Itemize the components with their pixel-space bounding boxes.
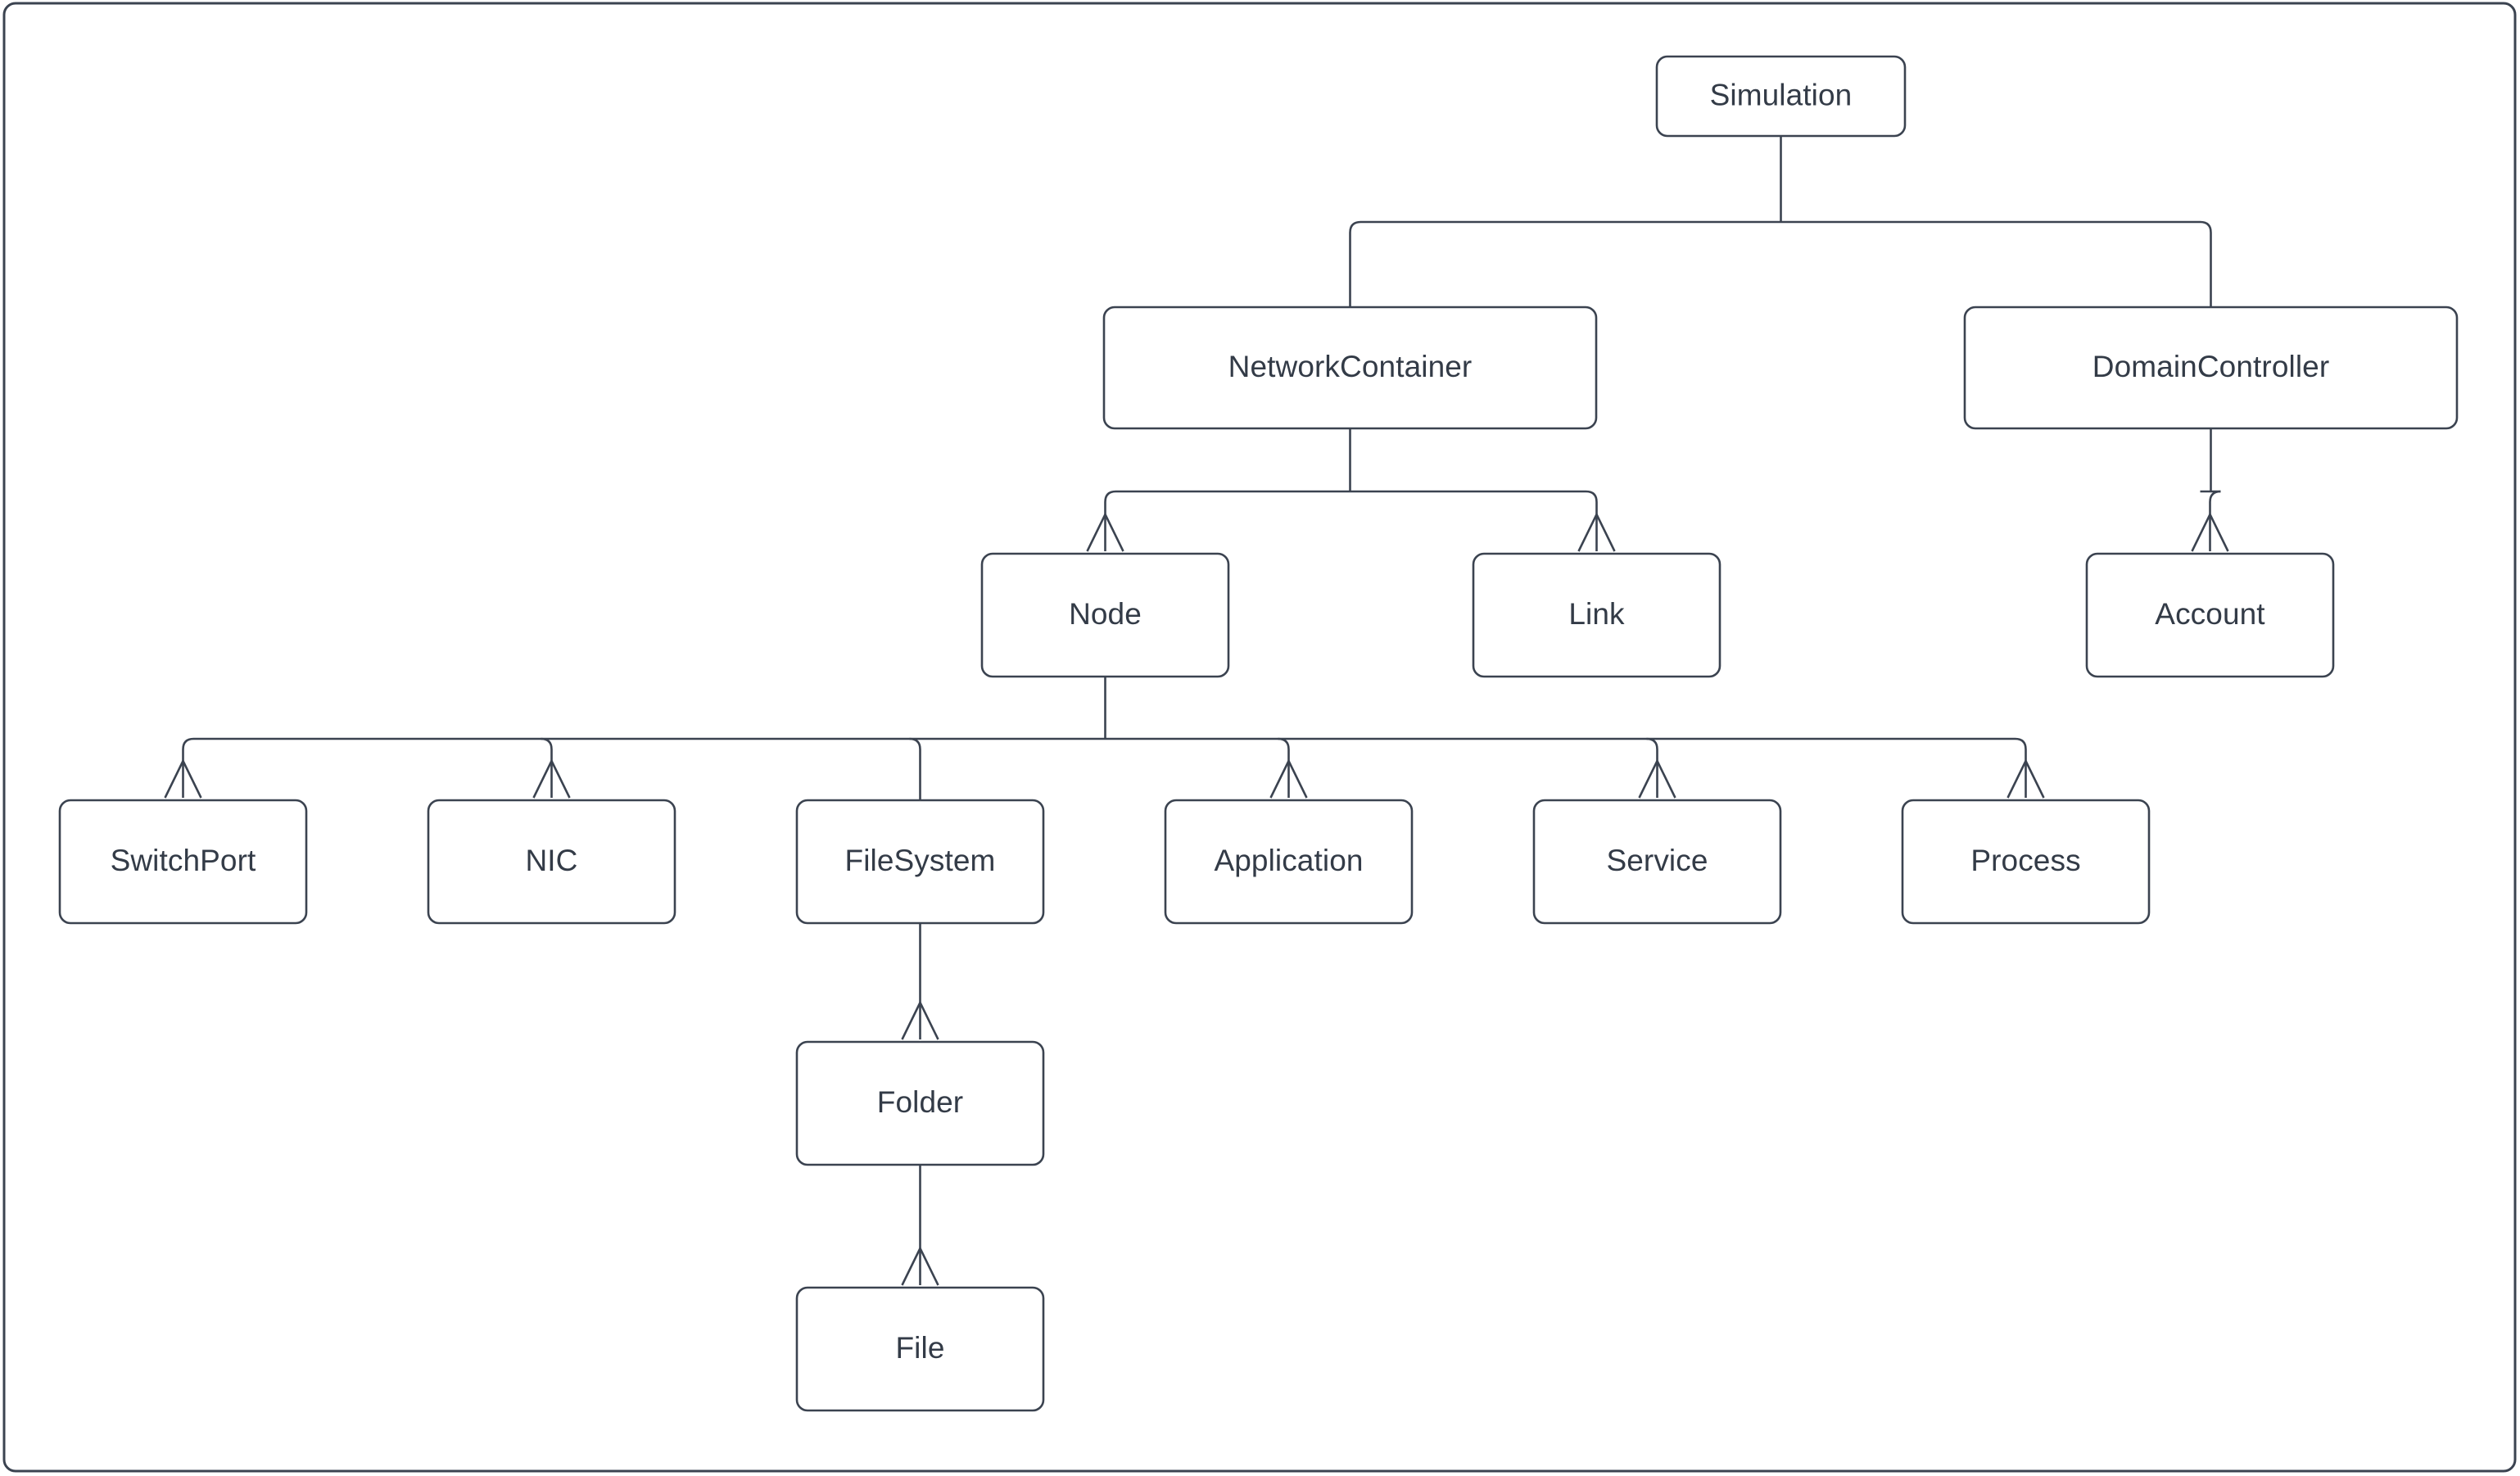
- class-box-node[interactable]: [982, 554, 1228, 677]
- class-label-node: Node: [1069, 597, 1142, 631]
- arrowhead-e-node-nic: [532, 758, 571, 799]
- edge-e-node-switchport: [182, 737, 194, 798]
- arrowhead-e-node-process: [2006, 758, 2045, 799]
- class-box-application[interactable]: [1165, 800, 1412, 923]
- class-box-domain_controller[interactable]: [1965, 307, 2457, 428]
- edge-group-filesystem: [901, 923, 939, 1040]
- arrowhead-e-netc-node: [1086, 512, 1124, 552]
- class-label-simulation: Simulation: [1710, 78, 1853, 111]
- class-label-filesystem: FileSystem: [845, 844, 996, 877]
- edge-group-node: [164, 677, 2045, 800]
- class-box-simulation[interactable]: [1657, 57, 1905, 136]
- edge-group-simulation: [1349, 136, 2212, 307]
- class-box-nic[interactable]: [428, 800, 675, 923]
- class-node-nic[interactable]: NIC: [428, 800, 675, 923]
- class-box-account[interactable]: [2087, 554, 2333, 677]
- class-node-folder[interactable]: Folder: [797, 1042, 1043, 1165]
- class-node-account[interactable]: Account: [2087, 554, 2333, 677]
- class-node-service[interactable]: Service: [1534, 800, 1780, 923]
- arrowhead-e-domainctrl-acct: [2191, 512, 2229, 552]
- arrowhead-e-netc-link: [1577, 512, 1616, 552]
- arrowhead-e-node-application: [1269, 758, 1308, 799]
- class-label-domain_controller: DomainController: [2092, 350, 2330, 383]
- class-box-service[interactable]: [1534, 800, 1780, 923]
- class-box-switchport[interactable]: [60, 800, 306, 923]
- edge-e-node-process: [2015, 737, 2027, 798]
- class-node-domain_controller[interactable]: DomainController: [1965, 307, 2457, 428]
- edge-group-domain_controller: [2191, 428, 2229, 552]
- class-box-link[interactable]: [1473, 554, 1720, 677]
- class-label-network_container: NetworkContainer: [1228, 350, 1473, 383]
- class-box-folder[interactable]: [797, 1042, 1043, 1165]
- edge-e-node-nic: [541, 737, 553, 798]
- class-node-process[interactable]: Process: [1902, 800, 2149, 923]
- class-node-application[interactable]: Application: [1165, 800, 1412, 923]
- class-node-link[interactable]: Link: [1473, 554, 1720, 677]
- class-box-file[interactable]: [797, 1288, 1043, 1410]
- class-label-folder: Folder: [877, 1085, 963, 1119]
- class-label-nic: NIC: [525, 844, 577, 877]
- edge-e-sim-domainctrl: [2200, 220, 2212, 307]
- class-box-process[interactable]: [1902, 800, 2149, 923]
- edge-e-node-service: [1646, 737, 1658, 798]
- edge-e-domainctrl-acct: [2209, 490, 2221, 551]
- class-node-filesystem[interactable]: FileSystem: [797, 800, 1043, 923]
- edges-layer: [164, 136, 2229, 1286]
- arrowhead-e-folder-file: [901, 1246, 939, 1286]
- arrowhead-e-node-service: [1638, 758, 1676, 799]
- class-node-switchport[interactable]: SwitchPort: [60, 800, 306, 923]
- class-node-file[interactable]: File: [797, 1288, 1043, 1410]
- edge-e-netc-node: [1104, 490, 1116, 551]
- class-label-application: Application: [1214, 844, 1363, 877]
- class-node-simulation[interactable]: Simulation: [1657, 57, 1905, 136]
- class-label-switchport: SwitchPort: [111, 844, 256, 877]
- class-node-node[interactable]: Node: [982, 554, 1228, 677]
- class-node-network_container[interactable]: NetworkContainer: [1104, 307, 1596, 428]
- class-label-process: Process: [1970, 844, 2080, 877]
- edge-group-folder: [901, 1165, 939, 1286]
- class-label-link: Link: [1568, 597, 1625, 631]
- edge-e-node-application: [1278, 737, 1290, 798]
- arrowhead-e-filesystem-folder: [901, 1000, 939, 1040]
- edge-e-node-filesystem: [909, 737, 921, 800]
- edge-e-netc-link: [1586, 490, 1598, 551]
- arrowhead-e-node-switchport: [164, 758, 202, 799]
- edge-e-sim-netcontainer: [1349, 220, 1361, 307]
- edge-group-network_container: [1086, 428, 1616, 552]
- class-label-account: Account: [2155, 597, 2265, 631]
- class-box-filesystem[interactable]: [797, 800, 1043, 923]
- class-box-network_container[interactable]: [1104, 307, 1596, 428]
- class-label-service: Service: [1606, 844, 1708, 877]
- class-label-file: File: [895, 1331, 944, 1365]
